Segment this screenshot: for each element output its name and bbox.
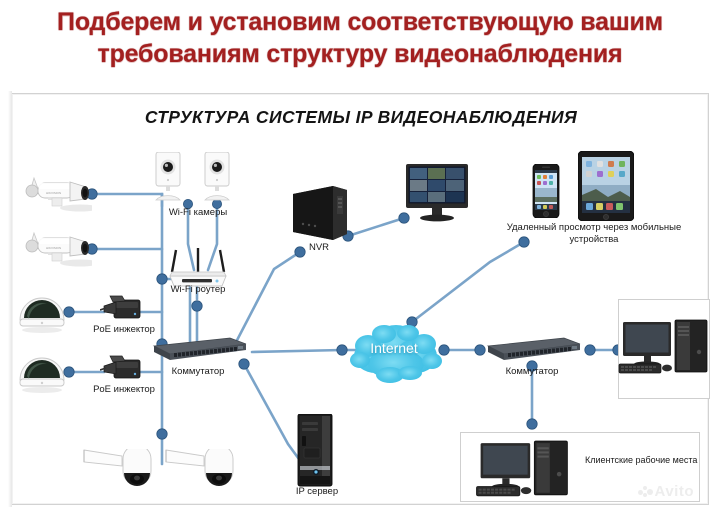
dome-camera-1 (17, 290, 67, 333)
poe-injector-1-label: PoE инжектор (93, 324, 155, 335)
switch-right (482, 334, 581, 360)
ip-server-label: IP сервер (295, 486, 339, 497)
page-headline: Подберем и установим соответствующую ваш… (0, 0, 720, 78)
dome-camera-2 (17, 350, 67, 393)
svg-text:HIKVISION: HIKVISION (46, 246, 61, 250)
desktop-computer-right (617, 318, 713, 374)
switch-left (148, 334, 247, 360)
client-workstation-computer (469, 439, 568, 497)
avito-logo-icon (637, 485, 653, 498)
tablet (577, 150, 635, 222)
headline-line-1: Подберем и установим соответствующую ваш… (57, 8, 663, 36)
nvr-device (289, 182, 349, 240)
camera-bracket-2 (164, 446, 208, 468)
diagram-frame: СТРУКТУРА СИСТЕМЫ IP ВИДЕОНАБЛЮДЕНИЯ (8, 91, 710, 507)
internet-label: Internet (370, 340, 418, 356)
diagram-title: СТРУКТУРА СИСТЕМЫ IP ВИДЕОНАБЛЮДЕНИЯ (144, 107, 578, 127)
wifi-router (164, 246, 232, 287)
nvr-label: NVR (308, 242, 330, 253)
switch-left-label: Коммутатор (171, 366, 225, 377)
bullet-camera-1: HIKVISION (18, 172, 100, 212)
headline-line-2: требованиям структуру видеонаблюдения (97, 40, 623, 68)
bullet-camera-2: HIKVISION (18, 227, 100, 267)
ip-server-tower (294, 413, 334, 487)
poe-injector-2 (99, 352, 146, 382)
avito-watermark: Avito (637, 483, 694, 500)
internet-cloud: Internet (346, 316, 442, 383)
remote-view-label: Удаленный просмотр через мобильные устро… (506, 222, 682, 245)
client-workstations-label: Клиентские рабочие места (585, 455, 698, 465)
camera-bracket-1 (82, 446, 126, 468)
svg-text:HIKVISION: HIKVISION (46, 191, 61, 195)
desktop-computer-right-box (618, 299, 710, 399)
ptz-speed-dome-1 (120, 444, 154, 495)
wifi-camera-2 (202, 151, 232, 201)
poe-injector-1 (99, 292, 146, 322)
cctv-monitor (404, 164, 468, 222)
wifi-camera-1 (153, 151, 183, 201)
avito-watermark-text: Avito (654, 483, 694, 500)
wifi-router-label: Wi-Fi роутер (170, 284, 226, 295)
client-workstations-box: Клиентские рабочие места (460, 432, 700, 502)
wifi-cameras-label: Wi-Fi камеры (168, 207, 228, 218)
ptz-speed-dome-2 (202, 444, 236, 495)
switch-right-label: Коммутатор (505, 366, 559, 377)
poe-injector-2-label: PoE инжектор (93, 384, 155, 395)
smartphone (532, 163, 560, 219)
